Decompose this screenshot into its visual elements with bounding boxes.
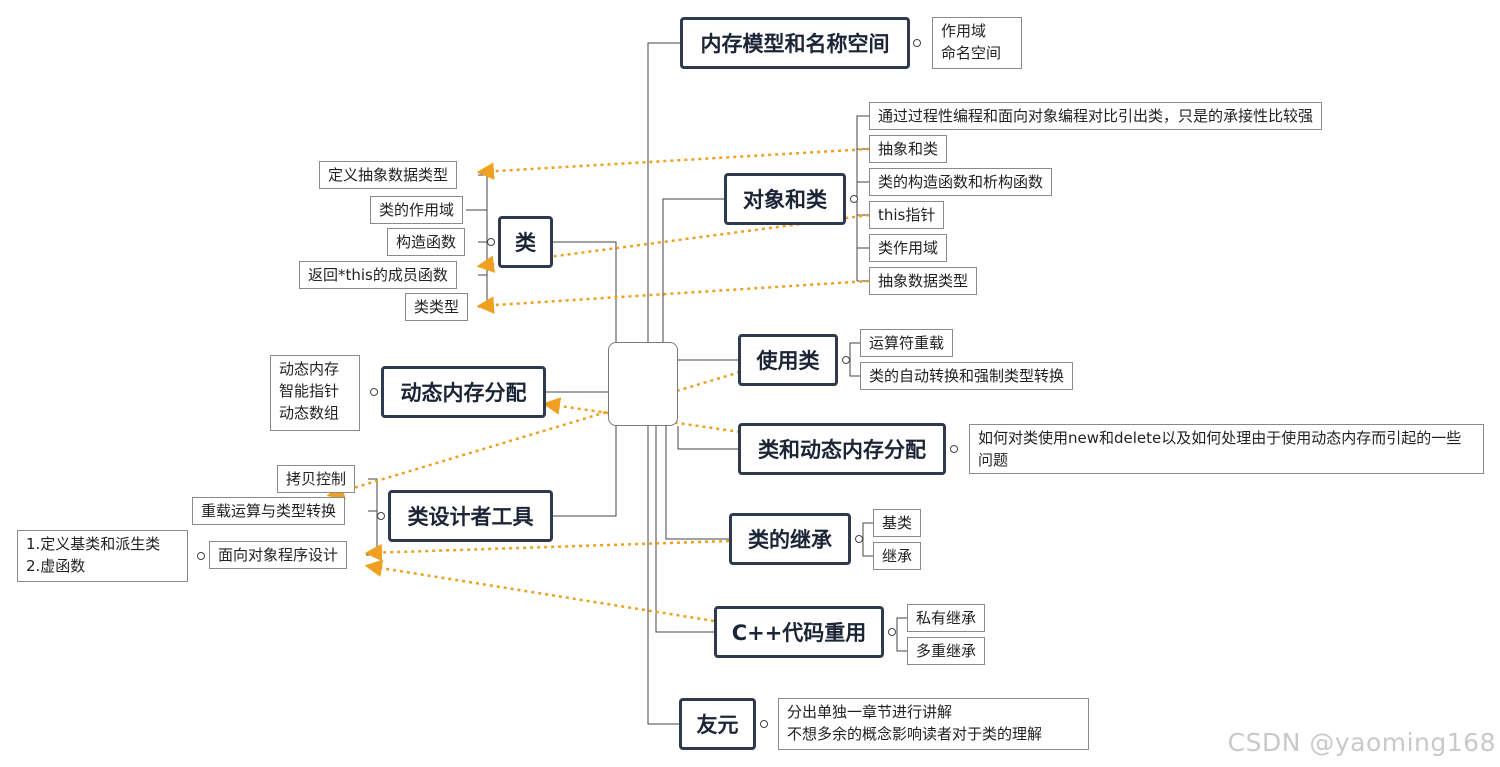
relation-adt-to-class-type <box>476 279 870 314</box>
leaf-class-scope-left[interactable]: 类的作用域 <box>370 196 464 224</box>
leaf-class-type[interactable]: 类类型 <box>405 293 469 321</box>
expand-knob-oop-design[interactable] <box>197 552 205 560</box>
leaf-define-adt[interactable]: 定义抽象数据类型 <box>319 161 458 189</box>
leaf-separate-chapter: 分出单独一章节进行讲解 <box>787 703 953 721</box>
topic-code-reuse[interactable]: C++代码重用 <box>714 606 884 658</box>
expand-knob-inheritance[interactable] <box>855 535 863 543</box>
connector-class-dynamic-memory <box>677 426 738 450</box>
leaf-namespace: 命名空间 <box>941 44 1002 62</box>
leaf-procedural-vs-oop[interactable]: 通过过程性编程和面向对象编程对比引出类，只是的承接性比较强 <box>869 102 1323 130</box>
bracket-objects-classes <box>856 115 869 282</box>
leaf-oop-design[interactable]: 面向对象程序设计 <box>209 541 348 569</box>
leaf-new-delete[interactable]: 如何对类使用new和delete以及如何处理由于使用动态内存而引起的一些问题 <box>969 424 1484 474</box>
topic-class[interactable]: 类 <box>498 216 553 268</box>
leaf-friends-notes[interactable]: 分出单独一章节进行讲解 不想多余的概念影响读者对于类的理解 <box>778 698 1089 750</box>
topic-designer-tools[interactable]: 类设计者工具 <box>388 490 553 542</box>
leaf-base-derived: 1.定义基类和派生类 <box>26 535 161 553</box>
leaf-this-pointer[interactable]: this指针 <box>869 201 945 229</box>
expand-knob-dynamic-memory[interactable] <box>370 388 378 396</box>
central-topic[interactable] <box>608 342 678 426</box>
connector-class <box>553 241 617 342</box>
connector-designer-tools <box>553 426 617 517</box>
expand-knob-objects-classes[interactable] <box>850 195 858 203</box>
expand-knob-code-reuse[interactable] <box>888 628 896 636</box>
bracket-using-classes <box>849 342 860 377</box>
relation-reuse-to-oop <box>364 559 715 623</box>
leaf-memory-model-items[interactable]: 作用域 命名空间 <box>932 17 1022 69</box>
expand-knob-class-dynamic-memory[interactable] <box>950 445 958 453</box>
relation-inheritance-to-oop <box>364 539 730 562</box>
leaf-smart-pointer: 智能指针 <box>279 382 340 400</box>
leaf-constructor[interactable]: 构造函数 <box>387 228 466 256</box>
expand-knob-class[interactable] <box>487 238 495 246</box>
leaf-dynamic-mem: 动态内存 <box>279 360 340 378</box>
topic-inheritance[interactable]: 类的继承 <box>729 513 851 565</box>
topic-dynamic-memory[interactable]: 动态内存分配 <box>381 366 546 418</box>
leaf-scope: 作用域 <box>941 22 987 40</box>
connector-friends <box>647 426 679 725</box>
bracket-inheritance <box>862 522 873 557</box>
leaf-overload-conversion[interactable]: 重载运算与类型转换 <box>192 497 346 525</box>
bracket-code-reuse <box>896 617 907 652</box>
leaf-dynamic-memory-items[interactable]: 动态内存 智能指针 动态数组 <box>270 355 360 431</box>
topic-objects-classes[interactable]: 对象和类 <box>724 173 846 225</box>
bracket-class <box>466 174 488 308</box>
expand-knob-memory-model[interactable] <box>913 39 921 47</box>
leaf-derivation[interactable]: 继承 <box>873 542 922 570</box>
leaf-private-inheritance[interactable]: 私有继承 <box>907 604 986 632</box>
leaf-type-conversion[interactable]: 类的自动转换和强制类型转换 <box>860 362 1074 390</box>
topic-class-dynamic-memory[interactable]: 类和动态内存分配 <box>738 423 946 475</box>
leaf-avoid-extra-concepts: 不想多余的概念影响读者对于类的理解 <box>787 725 1043 743</box>
watermark: CSDN @yaoming168 <box>1227 728 1496 757</box>
leaf-abstraction-classes[interactable]: 抽象和类 <box>869 135 948 163</box>
leaf-multiple-inheritance[interactable]: 多重继承 <box>907 637 986 665</box>
connector-code-reuse <box>655 426 714 633</box>
connector-inheritance <box>665 426 729 540</box>
topic-using-classes[interactable]: 使用类 <box>738 334 838 386</box>
leaf-abstract-data-type[interactable]: 抽象数据类型 <box>869 267 978 295</box>
topic-friends[interactable]: 友元 <box>679 698 756 750</box>
leaf-oop-details[interactable]: 1.定义基类和派生类 2.虚函数 <box>17 530 188 582</box>
connector-objects-classes <box>662 198 724 342</box>
topic-memory-model[interactable]: 内存模型和名称空间 <box>680 17 910 69</box>
leaf-operator-overloading[interactable]: 运算符重载 <box>860 329 954 357</box>
leaf-virtual-functions: 2.虚函数 <box>26 557 86 575</box>
expand-knob-friends[interactable] <box>760 720 768 728</box>
connector-memory-model <box>647 42 680 342</box>
leaf-copy-control[interactable]: 拷贝控制 <box>277 465 356 493</box>
leaf-ctor-dtor[interactable]: 类的构造函数和析构函数 <box>869 168 1053 196</box>
relation-abstraction-to-adt <box>476 147 870 180</box>
leaf-base-class[interactable]: 基类 <box>873 509 922 537</box>
bracket-designer-tools <box>366 478 378 556</box>
expand-knob-designer-tools[interactable] <box>377 512 385 520</box>
expand-knob-using-classes[interactable] <box>842 356 850 364</box>
leaf-class-scope[interactable]: 类作用域 <box>869 234 948 262</box>
leaf-dynamic-array: 动态数组 <box>279 404 340 422</box>
leaf-return-this[interactable]: 返回*this的成员函数 <box>299 261 457 289</box>
